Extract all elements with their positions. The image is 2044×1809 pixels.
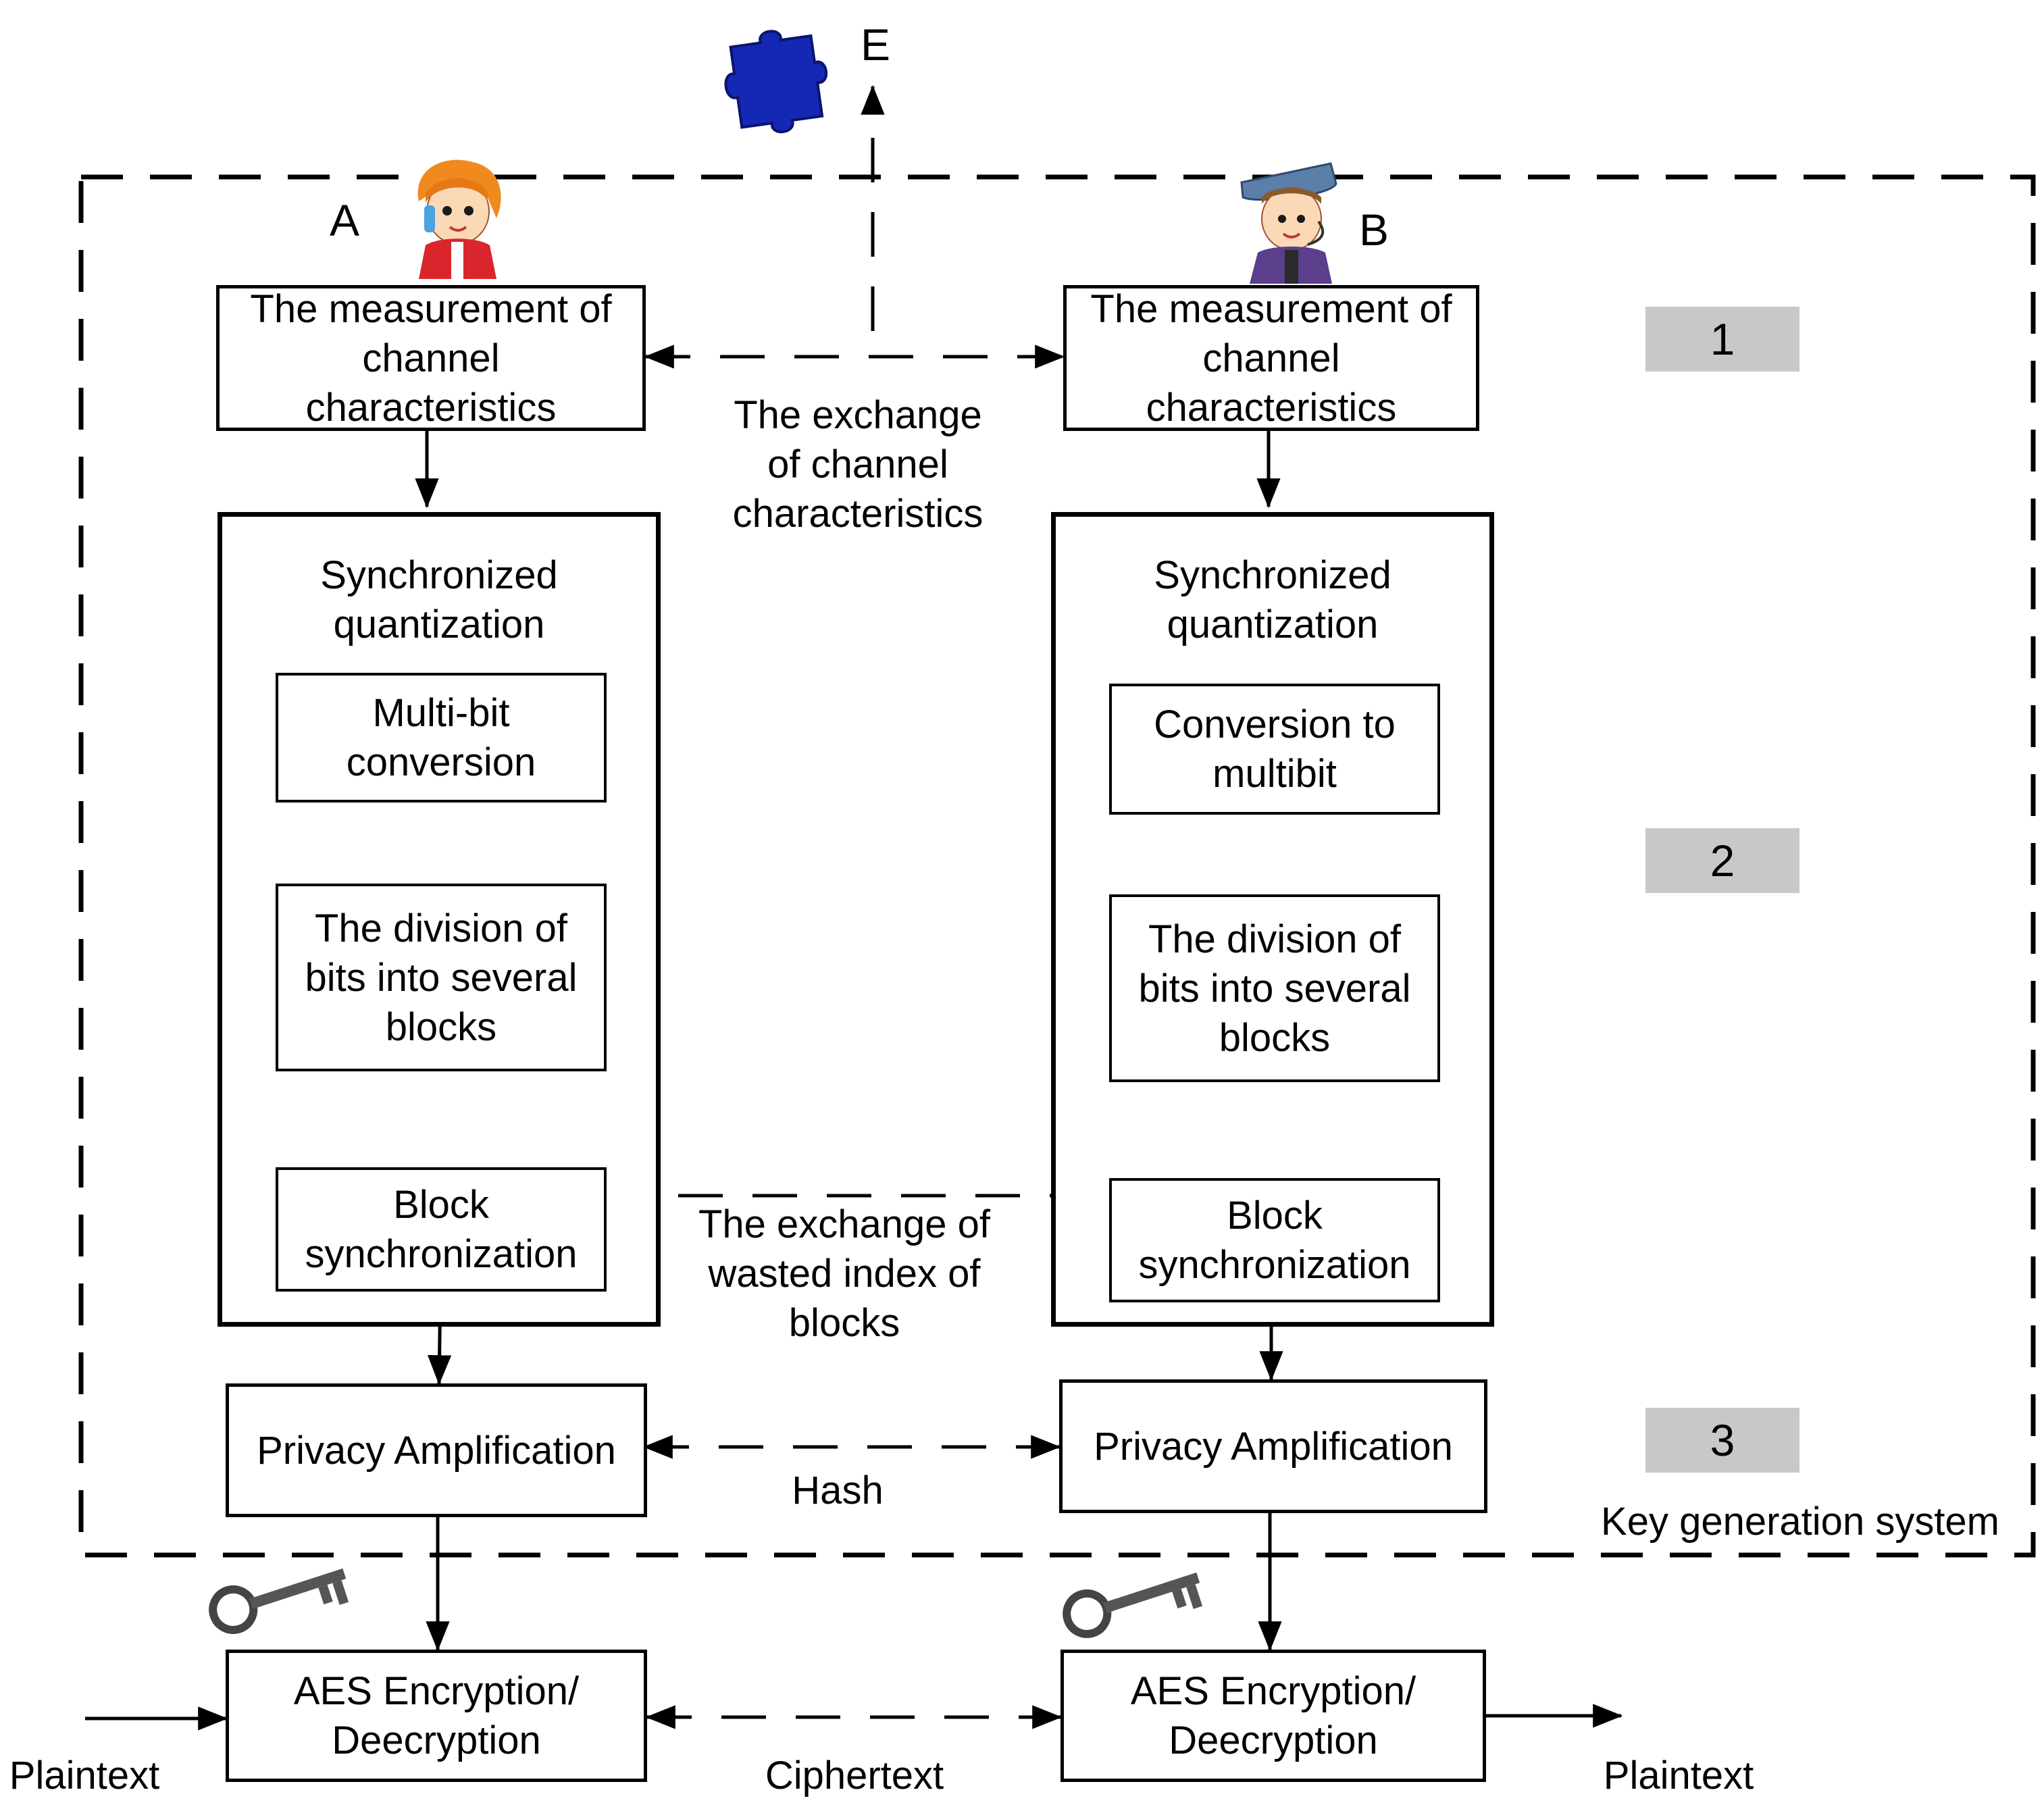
party-b-label: B [1358,205,1389,255]
a-group-title: Synchronized quantization [320,553,558,646]
eavesdropper-label: E [860,20,891,70]
girl-on-phone-icon [417,159,501,279]
stage-badge-3: 3 [1645,1408,1799,1473]
a-privacy-box: Privacy Amplification [226,1383,647,1517]
b-step2-box: The division of bits into several blocks [1109,894,1440,1082]
stage-badge-2: 2 [1645,828,1799,893]
b-step3-box: Block synchronization [1109,1178,1440,1302]
b-plaintext-label: Plaintext [1603,1754,1754,1798]
channel-exchange-label: The exchange of channel characteristics [732,393,983,536]
a-step1-box: Multi-bit conversion [276,673,607,802]
b-privacy-box: Privacy Amplification [1059,1379,1487,1513]
a-step2-box: The division of bits into several blocks [276,884,607,1071]
system-label: Key generation system [1601,1500,1999,1544]
b-key-icon [1063,1572,1203,1638]
index-exchange-label: The exchange of wasted index of blocks [698,1202,991,1345]
b-measurement-box: The measurement of channel characteristi… [1063,285,1479,431]
boy-with-headset-icon [1240,162,1337,284]
a-aes-box: AES Encryption/ Deecryption [226,1650,647,1782]
puzzle-piece-icon [724,30,828,134]
a-measurement-box: The measurement of channel characteristi… [216,285,646,431]
a-key-icon [209,1568,349,1634]
key-generation-boundary [78,174,2036,1558]
stage-badge-1: 1 [1645,307,1799,372]
a-step3-box: Block synchronization [276,1167,607,1292]
b-group-title: Synchronized quantization [1154,553,1391,646]
party-a-label: A [329,195,360,245]
b-step1-box: Conversion to multibit [1109,684,1440,815]
a-plaintext-label: Plaintext [9,1754,160,1798]
b-aes-box: AES Encryption/ Deecryption [1061,1650,1486,1782]
hash-label: Hash [792,1469,884,1512]
ciphertext-label: Ciphertext [765,1754,944,1798]
